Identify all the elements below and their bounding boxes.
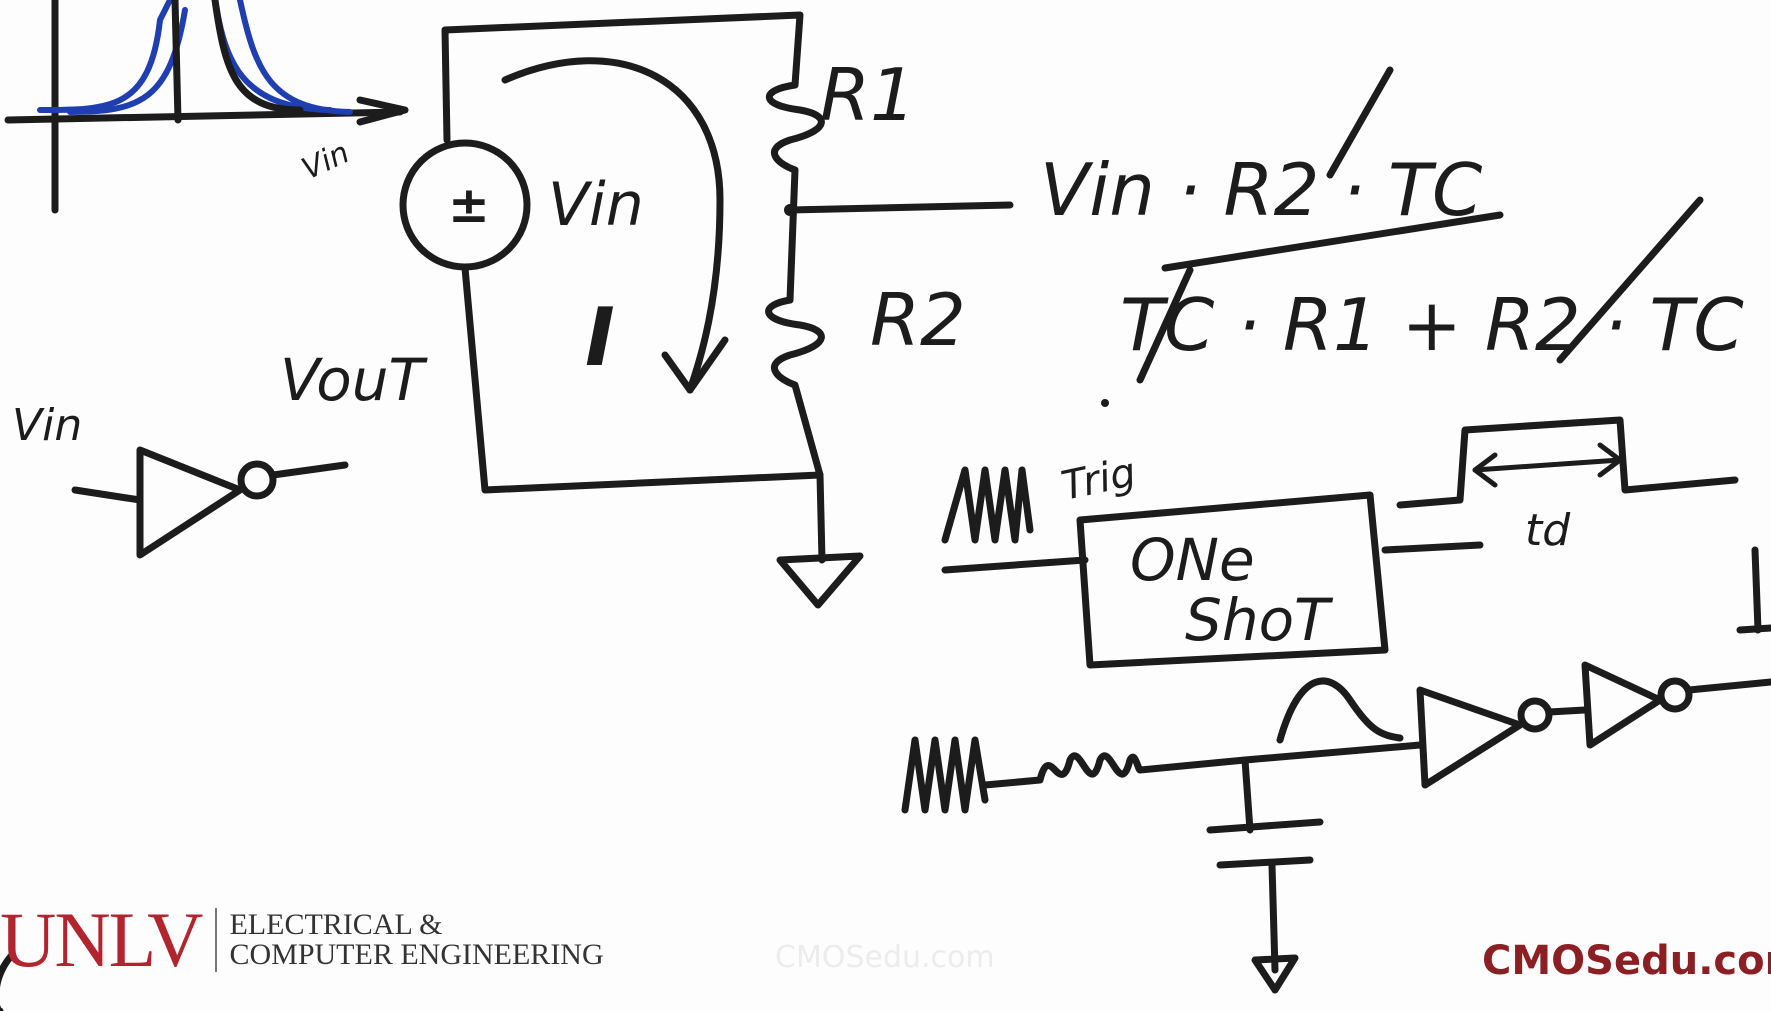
dept-line2: COMPUTER ENGINEERING xyxy=(229,938,604,971)
r2-label: R2 xyxy=(870,278,966,362)
inverter: Vin VouT xyxy=(12,346,429,559)
vin-source-label: Vin xyxy=(548,170,644,240)
stray-dot xyxy=(1101,399,1109,407)
cmosedu-brand: CMOSedu.com xyxy=(1482,938,1771,984)
vin-graph-label: Vin xyxy=(297,135,355,187)
unlv-logo: UNLV xyxy=(0,896,203,983)
logo-divider xyxy=(215,908,218,972)
watermark: CMOSedu.com xyxy=(775,940,995,975)
dept-line1: ELECTRICAL & xyxy=(229,908,443,941)
formula-denominator: TC · R1 + R2 · TC xyxy=(1120,283,1744,367)
trig-label: Trig xyxy=(1058,449,1140,509)
unlv-ece-logo: UNLV ELECTRICAL & COMPUTER ENGINEERING xyxy=(0,900,604,980)
divider-formula: Vin · R2 · TC TC · R1 + R2 · TC xyxy=(1040,66,1744,384)
current-label: I xyxy=(585,291,615,384)
r1-label: R1 xyxy=(820,53,916,137)
one-label: ONe xyxy=(1130,526,1255,594)
shot-label: ShoT xyxy=(1185,586,1334,654)
voltage-divider: ± Vin I R1 R2 xyxy=(399,11,1014,609)
td-label: td xyxy=(1525,505,1571,556)
one-shot: Trig ONe ShoT td xyxy=(941,416,1739,669)
rc-delay-chain xyxy=(901,546,1771,994)
inverter-out-label: VouT xyxy=(280,346,429,414)
formula-numerator: Vin · R2 · TC xyxy=(1040,148,1483,232)
inverter-in-label: Vin xyxy=(12,400,82,451)
stray-arc xyxy=(0,951,16,1011)
dept-name: ELECTRICAL & COMPUTER ENGINEERING xyxy=(229,910,603,970)
gaussian-plot: Vin xyxy=(4,0,409,214)
source-sign: ± xyxy=(448,176,490,234)
